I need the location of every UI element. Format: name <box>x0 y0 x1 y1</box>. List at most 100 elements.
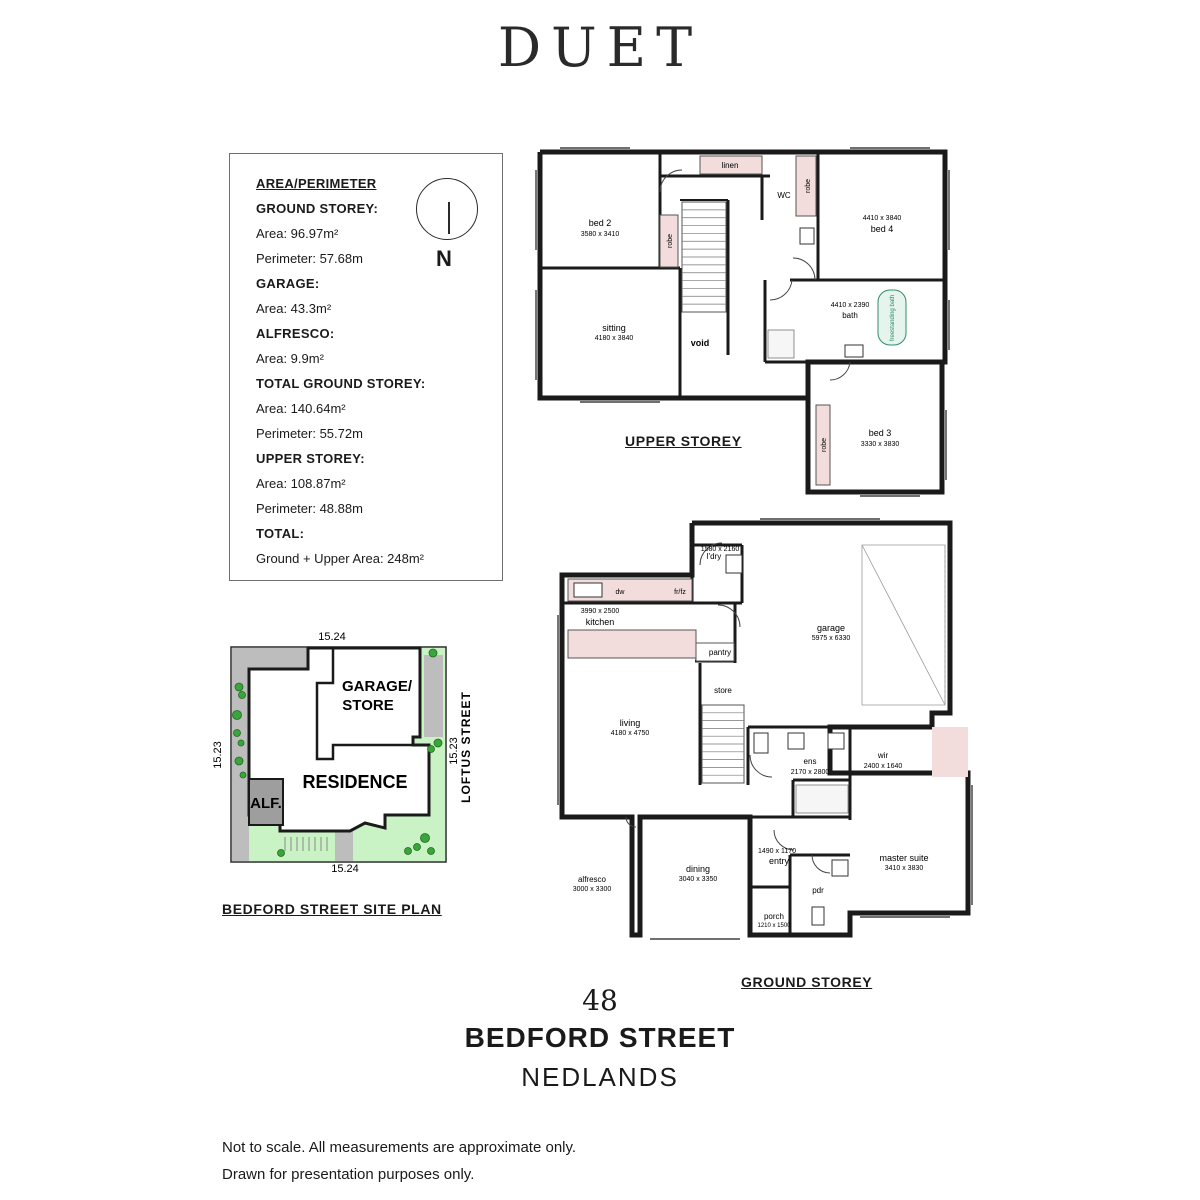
ground-ldry-label: l'dry <box>707 552 721 561</box>
disclaimer-line-1: Not to scale. All measurements are appro… <box>222 1139 577 1156</box>
upper-sitting-label: sitting <box>602 323 626 333</box>
site-plan-diagram: 15.24 15.24 15.23 15.23 LOFTUS STREET GA… <box>212 631 473 875</box>
area-perimeter-line: AREA/PERIMETER <box>256 176 377 191</box>
tree-icons <box>232 648 443 857</box>
area-perimeter-line: Area: 96.97m² <box>256 226 339 241</box>
upper-freestanding-bath <box>877 289 907 346</box>
area-perimeter-line: Perimeter: 57.68m <box>256 251 363 266</box>
ground-entry-dim: 1490 x 1170 <box>758 848 796 855</box>
upper-robe-bed2 <box>659 214 679 268</box>
upper-robe-bed2-label: robe <box>667 234 674 248</box>
upper-robe-top-label: robe <box>805 179 812 193</box>
ground-alfresco-label: alfresco <box>578 875 607 884</box>
address-street: BEDFORD STREET <box>464 1022 736 1053</box>
address-number: 48 <box>582 984 618 1017</box>
upper-linen-cupboard <box>699 155 763 175</box>
wir-shelving <box>932 727 968 777</box>
ground-living-label: living <box>620 718 641 728</box>
garage-outline <box>315 648 413 761</box>
ground-entry-label: entry <box>769 856 790 866</box>
ground-dining-label: dining <box>686 864 710 874</box>
upper-bath-label: bath <box>842 311 858 320</box>
upper-bed2-label: bed 2 <box>589 218 612 228</box>
ground-outer-wall <box>559 520 971 938</box>
upper-bed2-dim: 3580 x 3410 <box>581 231 620 238</box>
upper-void-label: void <box>691 338 710 348</box>
ground-alfresco-dim: 3000 x 3300 <box>573 886 612 893</box>
site-street-label: LOFTUS STREET <box>459 691 473 803</box>
ens-basin-2 <box>827 732 845 750</box>
pdr-toilet <box>811 906 825 926</box>
pdr-basin <box>831 859 849 877</box>
ground-porch-label: porch <box>764 912 784 921</box>
disclaimer-line-2: Drawn for presentation purposes only. <box>222 1166 475 1183</box>
upper-sitting-dim: 4180 x 3840 <box>595 335 634 342</box>
ground-kitchen-dim: 3990 x 2500 <box>581 608 620 615</box>
ground-storey-plan: 1580 x 2160 l'dry dw fr/fz 3990 x 2500 k… <box>557 518 973 940</box>
area-perimeter-line: Perimeter: 48.88m <box>256 501 363 516</box>
upper-robe-bed3 <box>815 404 831 486</box>
upper-bath-basin <box>844 344 864 358</box>
area-perimeter-line: GARAGE: <box>256 276 320 291</box>
site-store-label: STORE <box>342 697 393 714</box>
pantry-cupboard <box>695 642 735 662</box>
ground-ens-dim: 2170 x 2800 <box>791 769 830 776</box>
ens-toilet <box>753 732 769 754</box>
compass-needle-icon <box>448 202 450 234</box>
area-perimeter-line: Area: 108.87m² <box>256 476 346 491</box>
ground-master-label: master suite <box>879 853 928 863</box>
ground-kitchen-label: kitchen <box>586 617 615 627</box>
north-compass-icon <box>416 178 478 240</box>
site-residence-label: RESIDENCE <box>302 772 407 792</box>
site-dim-bottom: 15.24 <box>331 863 359 875</box>
site-dim-left: 15.23 <box>212 741 224 769</box>
area-perimeter-line: Ground + Upper Area: 248m² <box>256 551 425 566</box>
ground-garage-label: garage <box>817 623 845 633</box>
compass-north-label: N <box>436 246 452 271</box>
ground-ldry-dim: 1580 x 2160 <box>701 546 740 553</box>
ground-dining-dim: 3040 x 3350 <box>679 876 718 883</box>
area-perimeter-line: Perimeter: 55.72m <box>256 426 363 441</box>
upper-wc-label: WC <box>777 191 791 200</box>
site-driveway <box>424 655 443 737</box>
upper-linen-label: linen <box>722 161 739 170</box>
ground-ens-label: ens <box>804 757 817 766</box>
area-perimeter-line: GROUND STOREY: <box>256 201 379 216</box>
kitchen-sink <box>573 582 603 598</box>
ground-garage-dim: 5975 x 6330 <box>812 635 851 642</box>
site-garage-label: GARAGE/ <box>342 678 413 695</box>
upper-robe-top <box>795 155 817 217</box>
area-perimeter-line: Area: 43.3m² <box>256 301 332 316</box>
site-dim-right: 15.23 <box>448 737 460 765</box>
upper-vanity-basin <box>799 227 815 245</box>
ground-storey-caption: GROUND STOREY <box>741 974 873 990</box>
area-perimeter-panel: AREA/PERIMETER GROUND STOREY: Area: 96.97m… <box>229 153 503 581</box>
upper-storey-plan: linen WC robe robe robe bed 2 3580 x 341… <box>535 147 950 497</box>
laundry-trough <box>725 554 743 574</box>
upper-bed3-label: bed 3 <box>869 428 892 438</box>
upper-bed3-dim: 3330 x 3830 <box>861 441 900 448</box>
kitchen-island <box>567 629 697 659</box>
ground-wir-label: wir <box>877 751 889 760</box>
alfresco-footprint <box>248 778 284 826</box>
upper-bed4-dim: 4410 x 3840 <box>863 215 902 222</box>
ground-pdr-label: pdr <box>812 886 824 895</box>
ground-master-dim: 3410 x 3830 <box>885 865 924 872</box>
upper-outer-wall-left <box>537 152 811 492</box>
ground-dw-label: dw <box>616 589 626 596</box>
ground-porch-dim: 1210 x 1500 <box>757 923 791 929</box>
ground-wir-dim: 2400 x 1640 <box>864 763 903 770</box>
area-perimeter-line: Area: 9.9m² <box>256 351 324 366</box>
site-alfresco-label: ALF. <box>250 795 282 812</box>
ground-store-label: store <box>714 686 732 695</box>
upper-bath-dim: 4410 x 2390 <box>831 302 870 309</box>
ens-shower <box>795 784 849 814</box>
upper-freestanding-label: freestanding bath <box>890 295 896 341</box>
area-perimeter-line: UPPER STOREY: <box>256 451 365 466</box>
ens-basin-1 <box>787 732 805 750</box>
upper-bed4-label: bed 4 <box>871 224 894 234</box>
area-perimeter-line: Area: 140.64m² <box>256 401 346 416</box>
area-perimeter-line: ALFRESCO: <box>256 326 335 341</box>
brand-logo: DUET <box>497 16 703 79</box>
ground-frfz-label: fr/fz <box>674 589 686 596</box>
